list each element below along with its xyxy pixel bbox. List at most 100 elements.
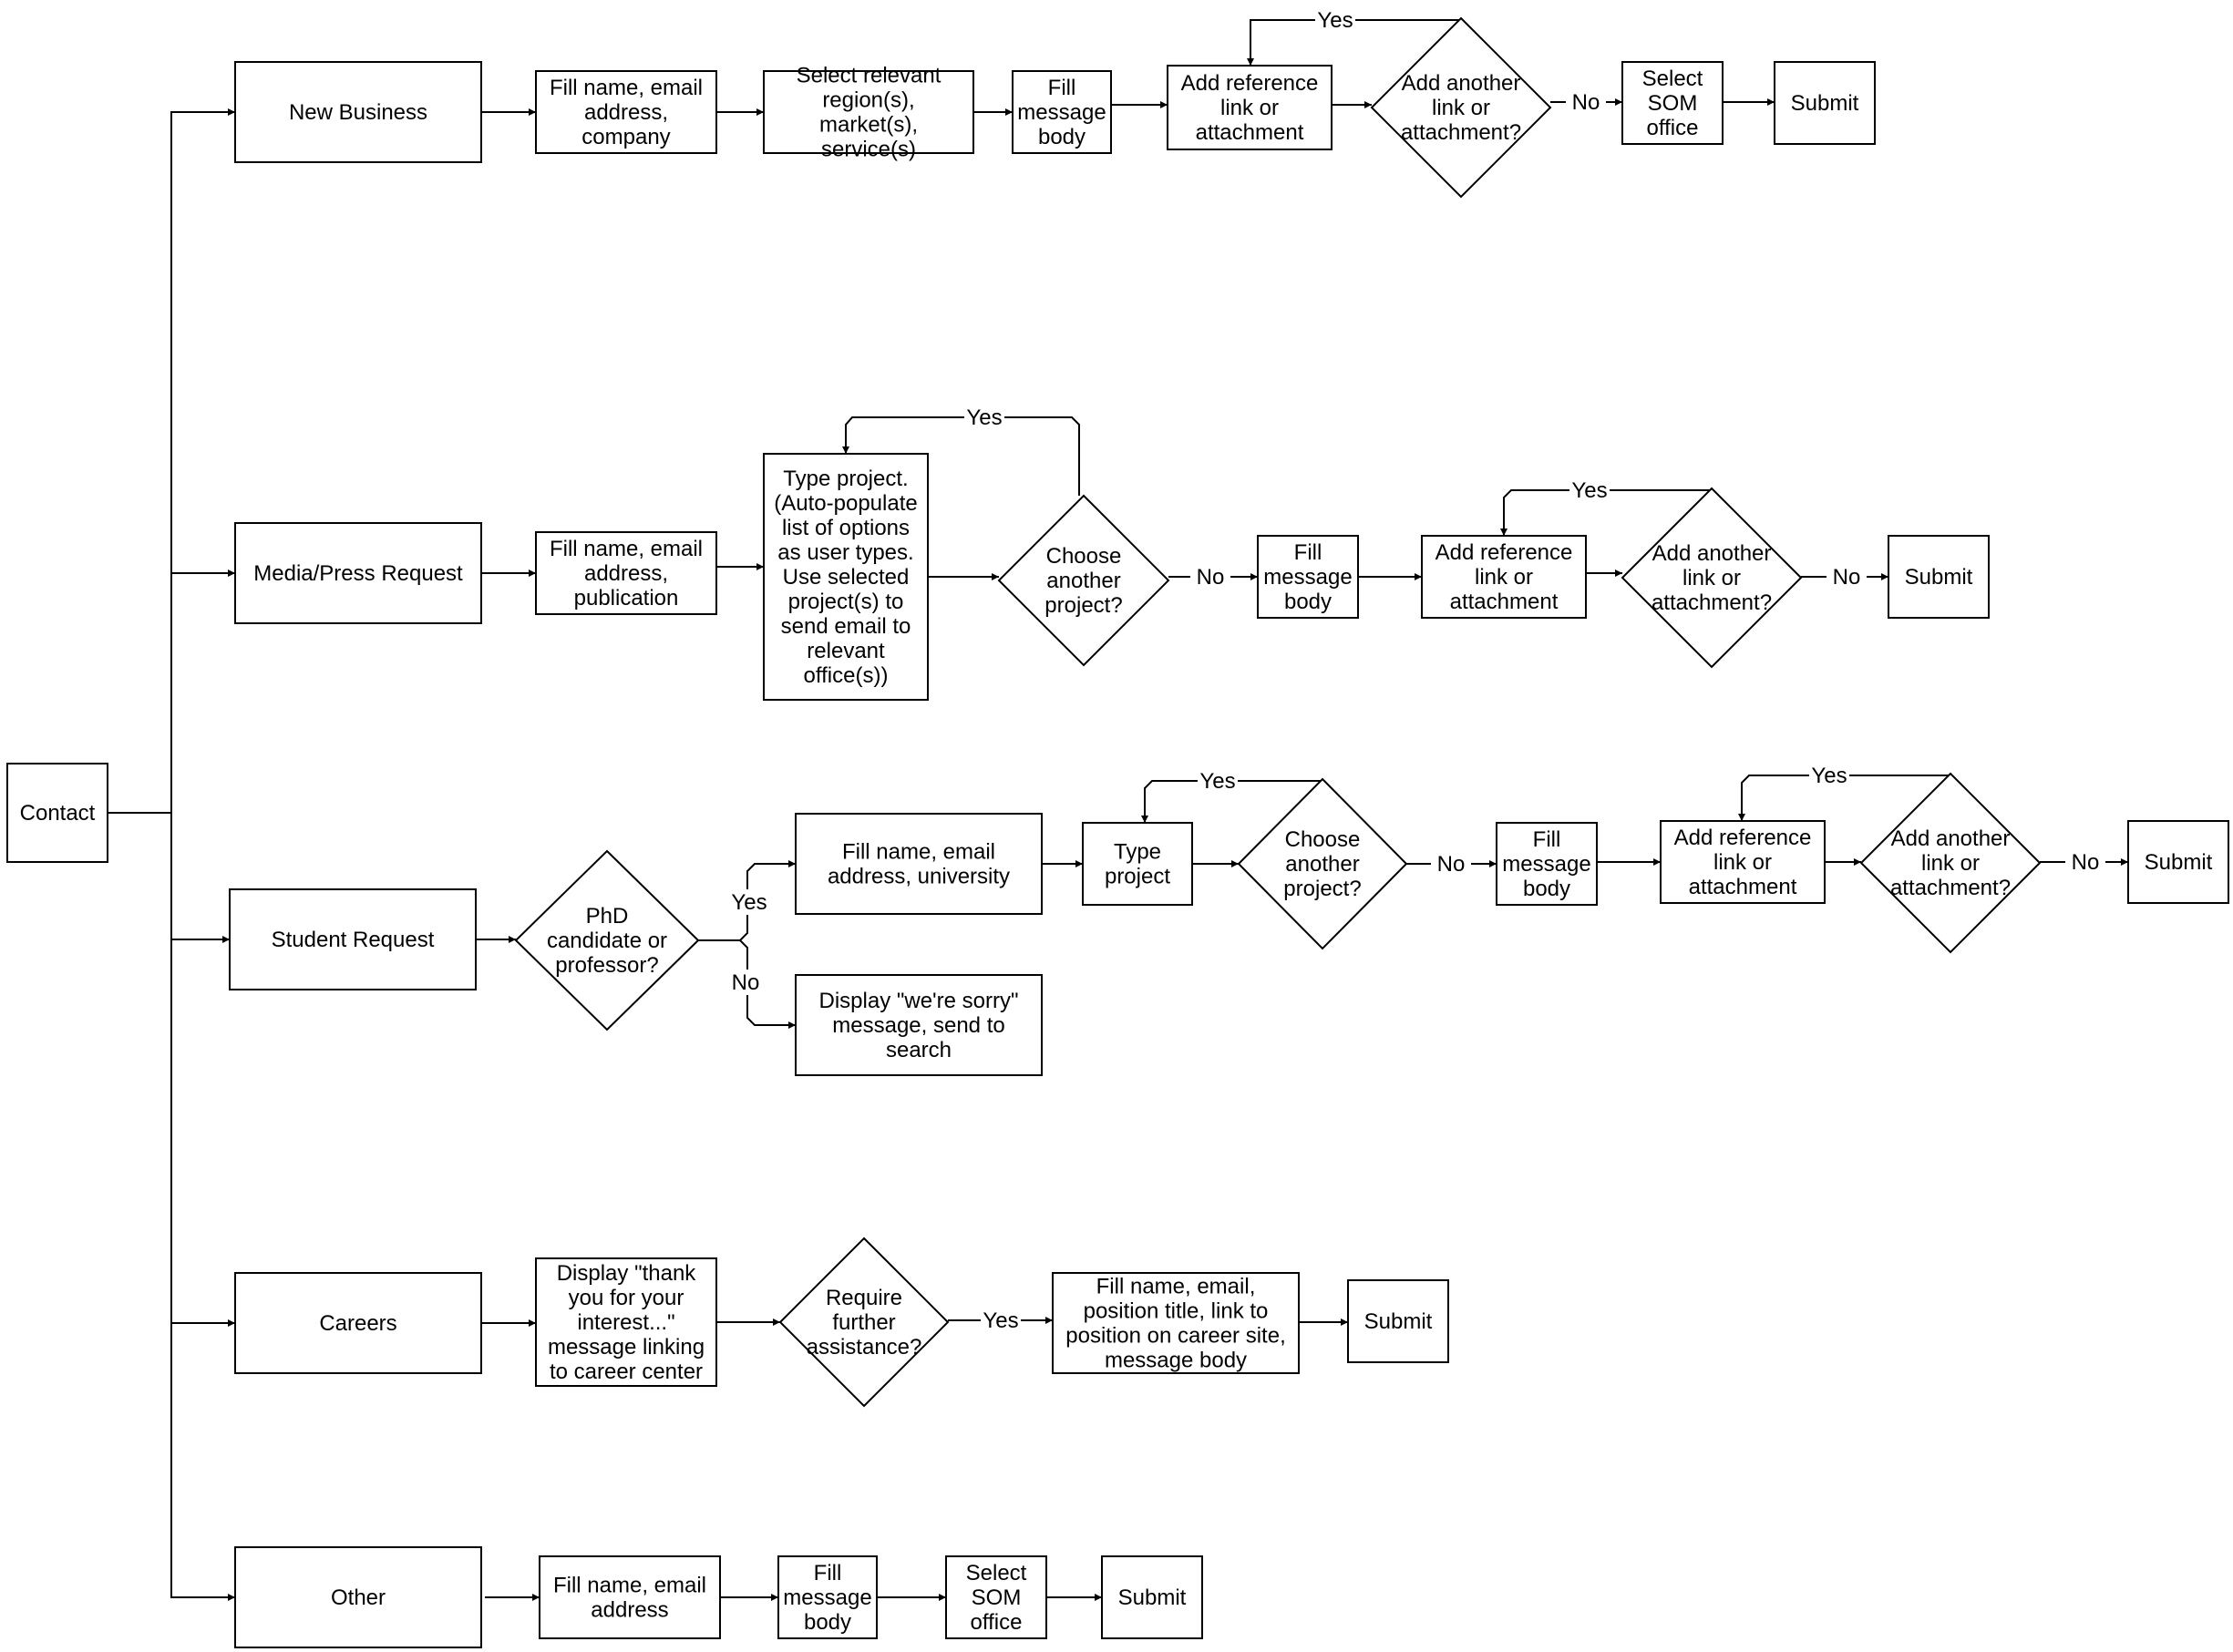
process-box [1421, 535, 1587, 619]
node-sr: Student Request [229, 888, 477, 990]
edge-label-sr1-to-sr3: No [725, 970, 766, 995]
node-label-line: position on career site, [1065, 1324, 1285, 1349]
node-label: Student Request [272, 928, 435, 952]
node-label-line: message linking [548, 1335, 705, 1360]
node-label-line: Fill name, email [550, 537, 703, 561]
edge-contact-to-ot [170, 813, 235, 1601]
process-box [1621, 61, 1724, 145]
node-label-line: Add reference [1181, 71, 1319, 96]
node-label-line: to career center [550, 1360, 703, 1384]
node-label-line: as user types. [777, 540, 913, 565]
node-label-line: Add another [1891, 826, 2011, 851]
process-box [1167, 65, 1333, 150]
decision-diamond [514, 849, 700, 1031]
node-label-line: Type [1114, 840, 1161, 865]
process-box [795, 974, 1043, 1076]
node-label-line: Fill name, email [842, 840, 995, 865]
node-label-line: Fill name, email [550, 76, 703, 100]
node-label-line: link or [1220, 96, 1279, 120]
edge-label-nb5-to-nb6: No [1566, 89, 1606, 115]
node-label-line: another [1285, 852, 1359, 877]
process-box [1347, 1279, 1449, 1363]
edge-label-sr8-to-sr9: No [2065, 849, 2105, 875]
node-label-line: PhD [586, 904, 629, 929]
node-label-line: message [1502, 852, 1590, 877]
node-label-line: Fill [1533, 827, 1561, 852]
node-label-line: Submit [1118, 1585, 1187, 1610]
edge-label-text: Yes [1317, 8, 1353, 33]
edge-label-mp3-to-mp4: No [1190, 564, 1230, 590]
node-label-line: link or [1432, 96, 1490, 120]
node-label: Submit [1364, 1309, 1433, 1334]
node-ca4: Submit [1347, 1279, 1449, 1363]
process-box [6, 763, 108, 863]
node-label-line: Submit [1364, 1309, 1433, 1334]
process-box [1052, 1272, 1300, 1374]
node-label-line: project(s) to [788, 590, 904, 614]
node-label-line: project [1105, 865, 1170, 889]
node-label-line: Careers [319, 1311, 396, 1336]
node-label-line: Display "thank [557, 1261, 697, 1286]
node-label-line: link or [1682, 566, 1741, 590]
edge-label-text: Yes [1199, 769, 1235, 794]
node-label-line: publication [574, 586, 679, 611]
node-ca: Careers [234, 1272, 482, 1374]
node-label: Fill name, email,position title, link to… [1065, 1275, 1285, 1373]
edge-label-text: Yes [731, 890, 767, 915]
edge-label-sr8-to-sr7: Yes [1809, 763, 1849, 788]
node-label-line: relevant [807, 639, 885, 663]
node-label-line: office [971, 1610, 1023, 1635]
process-box [234, 1272, 482, 1374]
node-label: Media/Press Request [253, 561, 463, 586]
edge-label-text: No [1572, 90, 1600, 115]
node-label-line: message [1263, 565, 1352, 590]
node-label-line: position title, link to [1084, 1299, 1269, 1324]
node-label: Contact [20, 801, 96, 826]
node-label-line: link or [1713, 850, 1772, 875]
node-label-line: Select [966, 1561, 1027, 1585]
node-label-line: region(s), [822, 88, 914, 113]
edge-sr8-to-sr7 [1738, 775, 1950, 821]
node-label-line: Add another [1652, 541, 1772, 566]
node-sr9: Submit [2127, 820, 2229, 904]
process-box [1660, 820, 1826, 904]
node-label-line: message [783, 1585, 871, 1610]
node-label-line: Student Request [272, 928, 435, 952]
node-label-line: Submit [1791, 91, 1859, 116]
node-ot4: Submit [1101, 1555, 1203, 1639]
node-label-line: Select relevant [797, 64, 942, 88]
node-mp: Media/Press Request [234, 522, 482, 624]
decision-diamond [1237, 777, 1408, 950]
process-box [795, 813, 1043, 915]
node-label-line: body [1523, 877, 1570, 901]
node-label-line: message [1017, 100, 1106, 125]
node-label: Submit [1118, 1585, 1187, 1610]
node-label-line: link or [1921, 851, 1980, 876]
process-box [539, 1555, 721, 1639]
node-label-line: Add another [1402, 71, 1521, 96]
node-label-line: another [1046, 569, 1120, 593]
node-label-line: market(s), [819, 113, 918, 138]
node-label-line: professor? [555, 953, 658, 978]
